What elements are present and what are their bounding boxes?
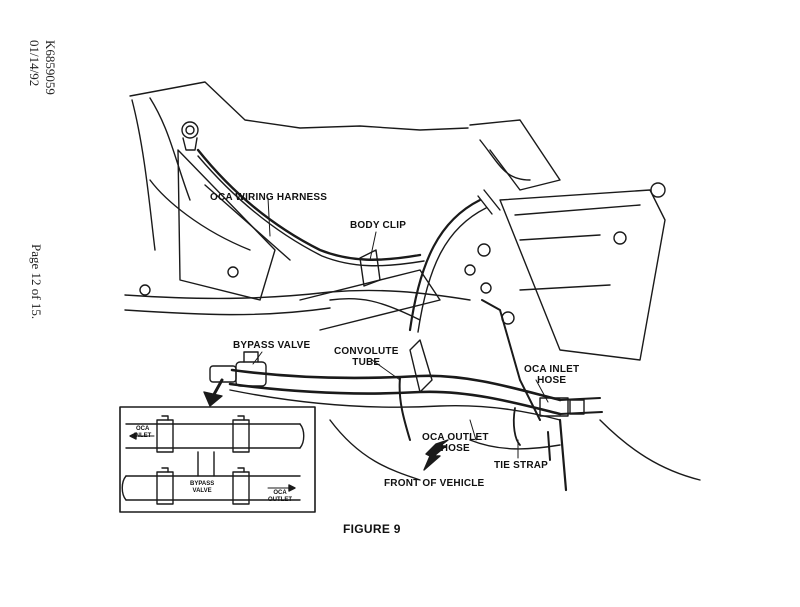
inset-oca-inlet-line2: INLET (134, 433, 152, 439)
tie-strap-label: TIE STRAP (494, 460, 549, 471)
convolute-tube-label: CONVOLUTE TUBE (334, 346, 399, 368)
outlet-hose-line1: OCA OUTLET (422, 432, 489, 443)
convolute-tube-line1: CONVOLUTE (334, 346, 399, 357)
front-of-vehicle-label: FRONT OF VEHICLE (384, 478, 485, 489)
inset-box (119, 406, 316, 513)
wiring-harness-label: OCA WIRING HARNESS (210, 192, 328, 203)
inset-oca-inlet-line1: OCA (136, 426, 150, 432)
document-id: K6859059 (43, 40, 58, 95)
inset-oca-inlet-label: OCA INLET (134, 426, 151, 440)
inlet-hose-line2: HOSE (537, 375, 567, 386)
inset-bypass-valve-line2: VALVE (192, 488, 212, 494)
inset-bypass-valve-line1: BYPASS (190, 481, 215, 487)
bypass-valve-label: BYPASS VALVE (233, 340, 311, 351)
inset-oca-outlet-line2: OUTLET (268, 497, 292, 503)
outlet-hose-line2: HOSE (440, 443, 470, 454)
inlet-hose-line1: OCA INLET (524, 364, 580, 375)
inset-oca-outlet-line1: OCA (273, 490, 287, 496)
body-clip-label: BODY CLIP (350, 220, 407, 231)
inlet-hose-label: OCA INLET HOSE (524, 364, 579, 386)
outlet-hose-label: OCA OUTLET HOSE (422, 432, 489, 454)
figure-title: FIGURE 9 (343, 522, 401, 536)
inset-oca-outlet-label: OCA OUTLET (268, 490, 292, 504)
document-date: 01/14/92 (27, 40, 42, 87)
inset-bypass-valve-label: BYPASS VALVE (190, 481, 214, 495)
document-id-and-date: K6859059 01/14/92 (26, 40, 58, 95)
convolute-tube-line2: TUBE (352, 357, 381, 368)
page-number: Page 12 of 15. (29, 244, 44, 320)
